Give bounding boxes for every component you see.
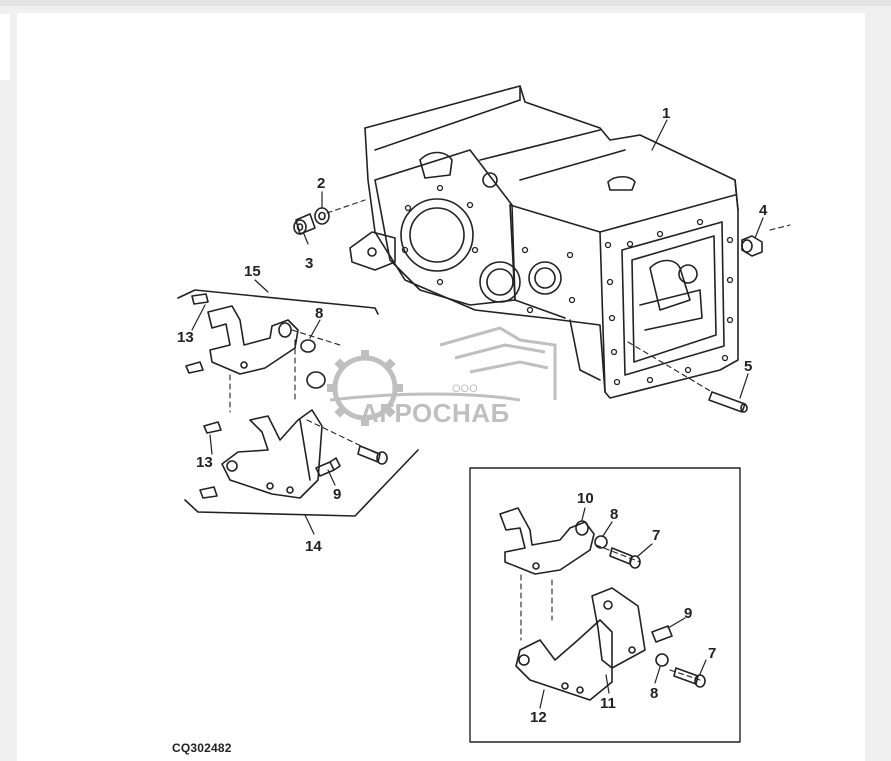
callout-11: 11 (600, 695, 616, 712)
diagram-panel (17, 13, 865, 761)
callout-9-left: 9 (333, 486, 341, 503)
callout-9-inset: 9 (684, 605, 692, 622)
figure-id: CQ302482 (172, 741, 232, 755)
callout-8-upper: 8 (315, 305, 323, 322)
watermark-logo: ООО АГРОСНАБ (327, 326, 557, 428)
watermark-name: АГРОСНАБ (360, 398, 510, 428)
inset-box (469, 467, 741, 743)
callout-7-inset-upper: 7 (652, 527, 660, 544)
plug-3 (293, 213, 316, 235)
callout-2: 2 (317, 175, 325, 192)
callout-1: 1 (662, 105, 670, 122)
watermark-prefix: ООО (452, 383, 478, 395)
callout-15: 15 (244, 263, 261, 280)
callout-3: 3 (305, 255, 313, 272)
fork-assembly-14 (184, 409, 419, 517)
callout-5: 5 (744, 358, 752, 375)
dowel-pin-5 (708, 391, 748, 413)
callout-13-lower: 13 (196, 454, 213, 471)
callout-8-inset-lower: 8 (650, 685, 658, 702)
inset-assembly (499, 507, 706, 701)
nut-4 (741, 235, 763, 257)
callout-8-inset-upper: 8 (610, 506, 618, 523)
callout-7-inset-lower: 7 (708, 645, 716, 662)
washer-2 (314, 207, 330, 225)
callout-13-upper: 13 (177, 329, 194, 346)
callout-14: 14 (305, 538, 322, 555)
left-tab (0, 14, 10, 80)
callout-10: 10 (577, 490, 594, 507)
alignment-lines (229, 199, 791, 681)
callout-12: 12 (530, 709, 547, 726)
leader-lines (191, 119, 764, 709)
transmission-housing (349, 85, 739, 399)
top-strip (0, 0, 891, 6)
fork-assembly-15 (177, 289, 379, 389)
callout-4: 4 (759, 202, 768, 219)
callouts: 1 2 3 4 5 15 13 8 13 9 14 10 8 7 9 7 8 1… (177, 105, 768, 726)
